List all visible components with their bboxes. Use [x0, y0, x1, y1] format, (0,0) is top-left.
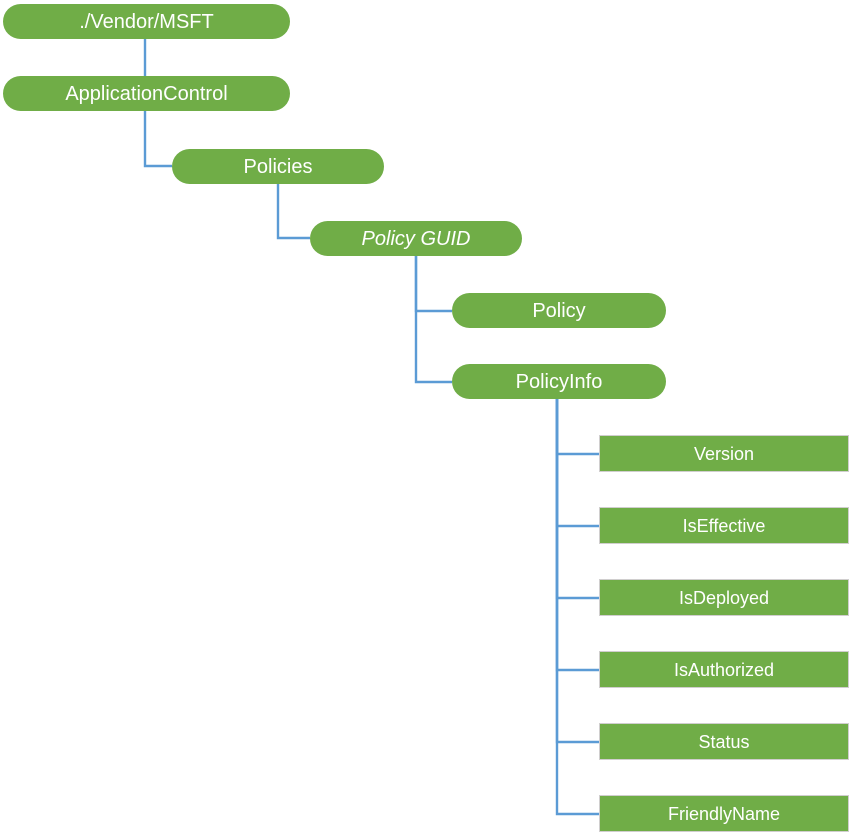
- connector-policyguid-to-policy: [414, 256, 452, 313]
- connector-policies-to-policyguid: [276, 184, 310, 240]
- node-label-friendly-name: FriendlyName: [667, 803, 781, 824]
- node-label-is-effective: IsEffective: [682, 515, 766, 536]
- node-policies[interactable]: Policies: [172, 149, 384, 184]
- node-version[interactable]: Version: [599, 435, 849, 472]
- node-label-version: Version: [693, 443, 755, 464]
- node-vendor-msft[interactable]: ./Vendor/MSFT: [3, 4, 290, 39]
- connector-policyguid-to-policyinfo: [414, 256, 452, 384]
- connector-policyinfo-to-status: [555, 399, 599, 744]
- node-label-vendor-msft: ./Vendor/MSFT: [79, 10, 214, 33]
- node-is-authorized[interactable]: IsAuthorized: [599, 651, 849, 688]
- node-label-policy: Policy: [532, 299, 586, 322]
- connector-appcontrol-to-policies: [143, 111, 172, 168]
- node-policy-guid[interactable]: Policy GUID: [310, 221, 522, 256]
- node-application-control[interactable]: ApplicationControl: [3, 76, 290, 111]
- node-status[interactable]: Status: [599, 723, 849, 760]
- node-label-policy-guid: Policy GUID: [361, 227, 471, 250]
- connector-policyinfo-to-version: [555, 399, 599, 456]
- node-friendly-name[interactable]: FriendlyName: [599, 795, 849, 832]
- node-label-status: Status: [698, 731, 750, 752]
- node-is-deployed[interactable]: IsDeployed: [599, 579, 849, 616]
- connector-policyinfo-to-iseffective: [555, 399, 599, 528]
- connector-policyinfo-to-friendlyname: [555, 399, 599, 816]
- node-policy-info[interactable]: PolicyInfo: [452, 364, 666, 399]
- node-label-policy-info: PolicyInfo: [515, 370, 603, 393]
- node-policy[interactable]: Policy: [452, 293, 666, 328]
- node-label-policies: Policies: [243, 155, 313, 178]
- node-label-is-deployed: IsDeployed: [678, 587, 770, 608]
- connector-policyinfo-to-isdeployed: [555, 399, 599, 600]
- connector-policyinfo-to-isauthorized: [555, 399, 599, 672]
- node-is-effective[interactable]: IsEffective: [599, 507, 849, 544]
- node-label-is-authorized: IsAuthorized: [673, 659, 775, 680]
- node-label-application-control: ApplicationControl: [65, 82, 228, 105]
